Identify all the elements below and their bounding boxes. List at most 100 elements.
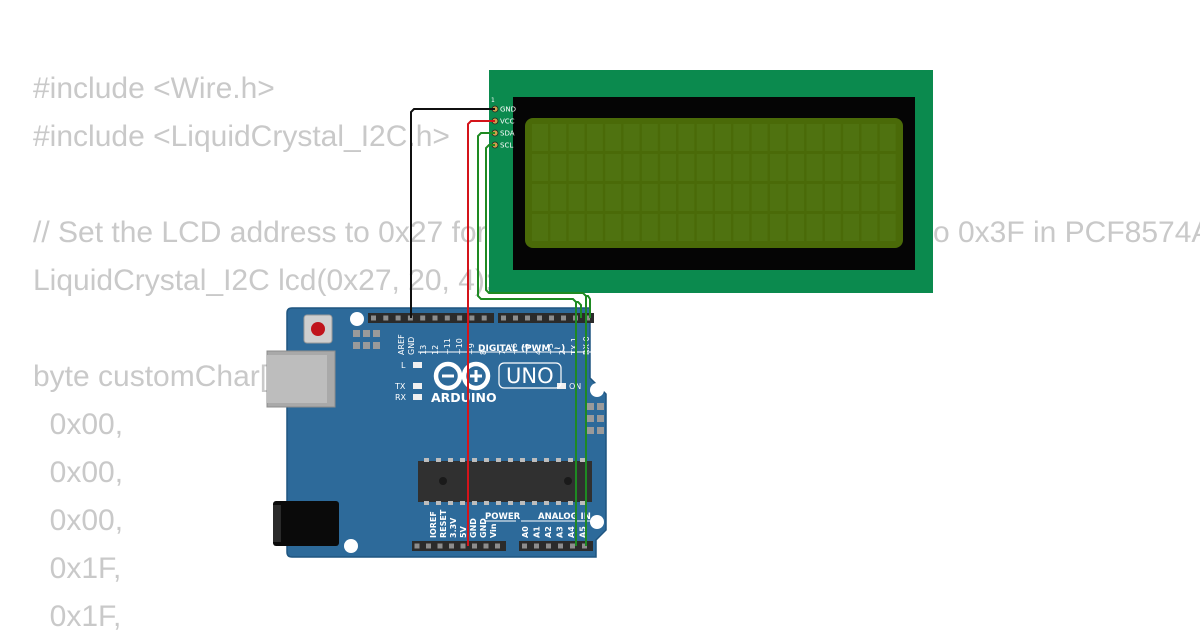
header-pin-hole[interactable]: [371, 315, 376, 321]
header-pin-hole[interactable]: [449, 543, 454, 549]
digital-pin-label: ~3: [546, 343, 555, 355]
icsp-pin: [363, 330, 370, 337]
header-pin-hole[interactable]: [414, 543, 420, 549]
lcd-char-cell: [550, 124, 567, 151]
lcd-char-cell: [843, 154, 860, 181]
header-pin-hole[interactable]: [513, 315, 518, 321]
digital-pin-label: ~9: [467, 343, 476, 355]
header-pin-hole[interactable]: [460, 543, 466, 549]
lcd-pin-scl[interactable]: SCL: [491, 142, 513, 150]
wire-sda-top[interactable]: [576, 301, 582, 318]
chip-leg: [544, 501, 549, 505]
wire-sda[interactable]: [477, 132, 577, 546]
header-pin-hole[interactable]: [437, 543, 443, 549]
lcd-char-cell: [696, 184, 713, 211]
power-pin-label: RESET: [439, 509, 448, 538]
header-pin-hole[interactable]: [570, 543, 575, 549]
chip-leg: [448, 501, 453, 505]
lcd-char-cell: [733, 154, 750, 181]
header-pin-hole[interactable]: [444, 315, 450, 321]
header-pin-hole[interactable]: [472, 543, 477, 549]
header-pin-hole[interactable]: [525, 315, 530, 321]
lcd-char-cell: [733, 214, 750, 241]
lcd-pin-label-scl: SCL: [500, 142, 513, 150]
led-tx: TX: [394, 382, 422, 391]
lcd-pin-gnd[interactable]: GND: [491, 106, 516, 114]
header-pin-hole[interactable]: [469, 315, 475, 321]
lcd-char-cell: [641, 154, 658, 181]
bottom-pin-holes[interactable]: [414, 543, 588, 549]
header-pin-hole[interactable]: [522, 543, 527, 549]
header-pin-hole[interactable]: [383, 315, 389, 321]
lcd-char-cell: [879, 154, 896, 181]
wire-vcc[interactable]: [467, 120, 495, 546]
lcd-char-cell: [623, 214, 640, 241]
header-pin-hole[interactable]: [481, 315, 487, 321]
atmega-chip: [418, 458, 592, 505]
chip-leg: [484, 501, 489, 505]
lcd-char-cell: [660, 184, 677, 211]
code-line: 0x00,: [33, 408, 124, 441]
lcd-pin1-label: 1: [491, 97, 495, 104]
header-pin-hole[interactable]: [432, 315, 438, 321]
dc-power-jack: [273, 501, 339, 546]
header-pin-hole[interactable]: [483, 543, 489, 549]
mounting-hole-top-right: [590, 383, 604, 397]
digital-pin-label: ~5: [522, 343, 531, 355]
lcd-char-cell: [788, 124, 805, 151]
lcd-char-cell: [550, 214, 567, 241]
header-pin-hole[interactable]: [537, 315, 542, 321]
chip-leg: [472, 458, 477, 462]
lcd-char-cell: [678, 184, 695, 211]
usb-connector-face: [267, 355, 327, 403]
header-pin-hole[interactable]: [395, 315, 401, 321]
header-pin-hole[interactable]: [549, 315, 554, 321]
header-pin-hole[interactable]: [546, 543, 551, 549]
chip-leg: [424, 458, 429, 462]
header-pin-hole[interactable]: [457, 315, 463, 321]
code-line: 0x1F,: [33, 600, 122, 630]
chip-leg: [532, 458, 537, 462]
lcd-char-cell: [715, 154, 731, 181]
header-pin-hole[interactable]: [501, 315, 506, 321]
header-pin-hole[interactable]: [585, 315, 590, 321]
lcd-char-cell: [678, 124, 695, 151]
power-pin-label: 5V: [459, 525, 468, 538]
code-line: 0x1F,: [33, 552, 122, 585]
header-pin-hole[interactable]: [558, 543, 563, 549]
header-pin-hole[interactable]: [582, 543, 587, 549]
lcd-char-cell: [788, 154, 805, 181]
wire-scl[interactable]: [485, 144, 587, 546]
lcd-pin-sda[interactable]: SDA: [491, 130, 515, 138]
chip-leg: [496, 458, 501, 462]
chip-leg: [568, 458, 573, 462]
lcd-pin-vcc[interactable]: VCC: [491, 118, 515, 126]
header-pin-hole[interactable]: [495, 543, 500, 549]
wire-scl-top[interactable]: [586, 295, 591, 318]
header-pin-hole[interactable]: [561, 315, 566, 321]
power-pin-label: Vin: [489, 523, 498, 538]
lcd-module[interactable]: 1 GND VCC SDA SCL: [489, 70, 933, 293]
lcd-char-cell: [568, 124, 585, 151]
lcd-char-cell: [769, 154, 786, 181]
reset-button[interactable]: [303, 314, 333, 344]
lcd-char-cell: [843, 214, 860, 241]
header-pin-hole[interactable]: [420, 315, 426, 321]
chip-leg: [532, 501, 537, 505]
power-header-label: POWER: [485, 512, 521, 522]
lcd-char-cell: [623, 154, 640, 181]
dc-power-jack-edge: [273, 505, 281, 542]
code-line: LiquidCrystal_I2C lcd(0x27, 20, 4);: [33, 264, 494, 297]
lcd-char-cell: [660, 124, 677, 151]
header-pin-hole[interactable]: [426, 543, 431, 549]
lcd-char-cell: [861, 124, 878, 151]
chip-leg: [460, 458, 465, 462]
header-pin-hole[interactable]: [534, 543, 539, 549]
lcd-char-cell: [751, 154, 768, 181]
arduino-infinity-logo: [433, 361, 491, 391]
wire-gnd[interactable]: [410, 108, 495, 318]
lcd-char-cell: [715, 214, 731, 241]
